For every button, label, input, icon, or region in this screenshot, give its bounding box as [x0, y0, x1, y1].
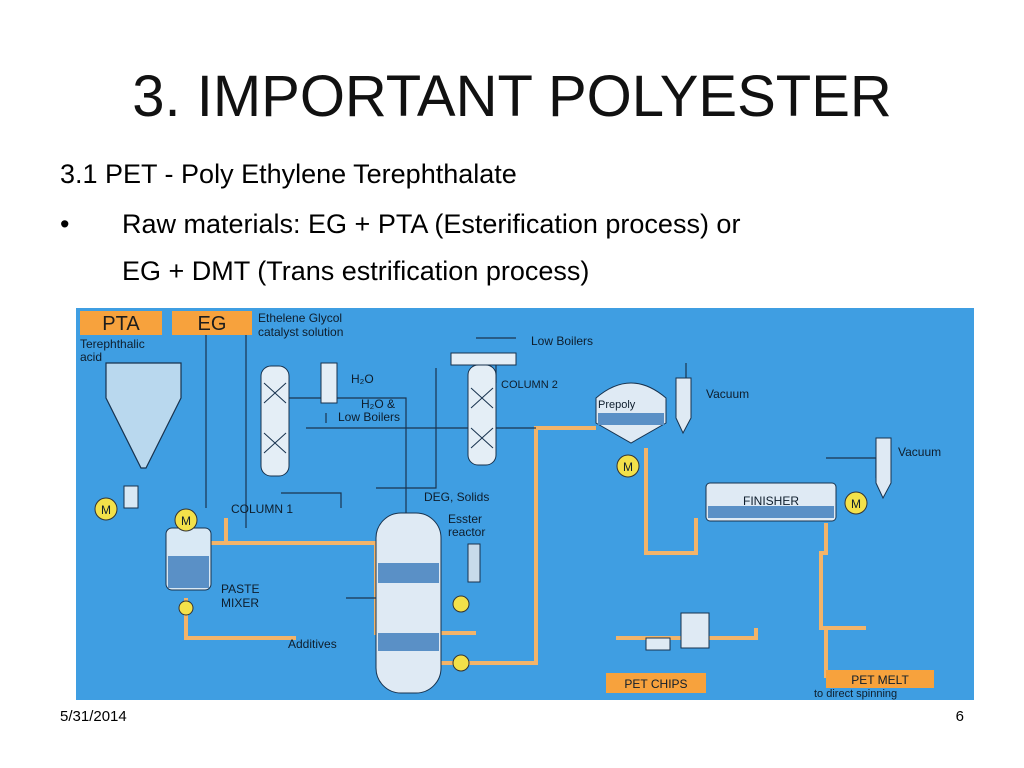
pet-process-diagram: PTA EG Terephthalic acid Ethelene Glycol… — [76, 308, 974, 700]
footer-page-number: 6 — [955, 708, 964, 725]
footer-date: 5/31/2014 — [60, 708, 127, 725]
vacuum-label-2: Vacuum — [898, 445, 941, 459]
motor-icon — [94, 497, 118, 521]
pet-chips-label: PET CHIPS — [624, 677, 687, 691]
section-subtitle: 3.1 PET - Poly Ethylene Terephthalate — [60, 159, 517, 189]
ester-reactor — [375, 512, 442, 694]
pet-chips-box — [606, 673, 706, 693]
column1-label: COLUMN 1 — [231, 502, 293, 516]
column-1 — [260, 365, 290, 477]
vacuum-separator-2 — [875, 437, 892, 500]
bullet-marker: • — [60, 209, 70, 239]
pump-icon — [452, 654, 470, 672]
bullet-text-line-2: EG + DMT (Trans estrification process) — [122, 256, 590, 286]
motor-icon — [174, 508, 198, 532]
eg-label-box — [172, 311, 252, 335]
deg-solids-label: DEG, Solids — [424, 490, 489, 504]
paste-label-1: PASTE — [221, 582, 259, 596]
vacuum-label-1: Vacuum — [706, 387, 749, 401]
vacuum-separator-1 — [675, 377, 692, 435]
paste-mixer-fill — [168, 556, 209, 588]
h2o-label: H₂O — [351, 372, 374, 386]
condenser-1 — [320, 362, 338, 404]
finisher-label: FINISHER — [743, 494, 799, 508]
motor-label-1: M — [101, 503, 111, 517]
ester-label-2: reactor — [448, 525, 485, 539]
pet-melt-box — [826, 670, 934, 688]
h2o-low-label-1: H₂O & — [361, 397, 395, 411]
low-boilers-label: Low Boilers — [531, 334, 593, 348]
pta-hopper — [105, 362, 182, 469]
additives-label: Additives — [288, 637, 337, 651]
pump-icon — [452, 595, 470, 613]
pta-label: PTA — [102, 313, 140, 335]
motor-icon — [844, 491, 868, 515]
prepoly-label: Prepoly — [598, 399, 636, 411]
paste-label-2: MIXER — [221, 596, 259, 610]
eg-label: EG — [198, 313, 227, 335]
column-2-top — [450, 352, 517, 366]
terephthalic-label-1: Terephthalic — [80, 337, 145, 351]
pta-label-box — [80, 311, 162, 335]
chip-cutter — [680, 612, 710, 649]
h2o-low-label-2: Low Boilers — [338, 410, 400, 424]
motor-icon — [616, 454, 640, 478]
ester-label-1: Esster — [448, 512, 482, 526]
direct-spinning-label: to direct spinning — [814, 688, 897, 700]
pet-melt-label: PET MELT — [851, 673, 909, 687]
column2-label: COLUMN 2 — [501, 379, 558, 391]
pump-icon — [178, 600, 194, 616]
slide-title: 3. IMPORTANT POLYESTER — [132, 64, 892, 129]
ethelene-label-1: Ethelene Glycol — [258, 311, 342, 325]
motor-label-2: M — [181, 514, 191, 528]
process-flow-svg: PTA EG Terephthalic acid Ethelene Glycol… — [80, 311, 941, 700]
column-2 — [467, 364, 497, 466]
motor-label-3: M — [623, 460, 633, 474]
bullet-text-line-1: Raw materials: EG + PTA (Esterification … — [122, 209, 741, 239]
feeder — [123, 485, 139, 509]
ethelene-label-2: catalyst solution — [258, 325, 343, 339]
motor-label-4: M — [851, 497, 861, 511]
terephthalic-label-2: acid — [80, 350, 102, 364]
